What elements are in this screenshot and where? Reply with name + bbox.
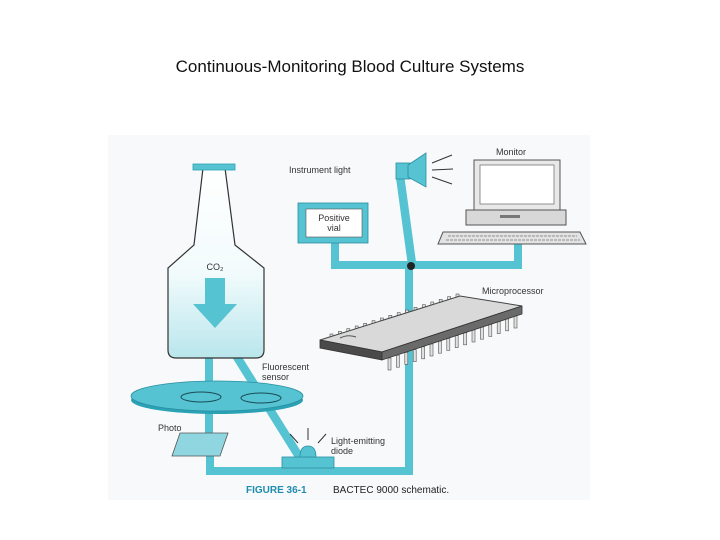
co2-label: CO₂ [207,262,225,272]
chip-pin [396,354,400,368]
slide-title: Continuous-Monitoring Blood Culture Syst… [175,57,525,76]
chip-pin [513,315,518,329]
monitor-label: Monitor [496,147,526,157]
microprocessor-chip [319,293,523,371]
chip-pin [488,324,493,337]
co2-arrow [205,278,225,305]
figure-number: FIGURE 36-1 [246,485,307,496]
chip-pin [429,343,434,357]
culture-bottle: CO₂ [167,163,265,359]
instrument-light [395,152,454,188]
junction-dot [407,262,415,270]
chip-pin [387,357,392,371]
vial-tray-disc [130,380,304,414]
chip-pin [496,321,501,334]
chip-pin [471,329,476,343]
figure-caption: BACTEC 9000 schematic. [333,485,449,496]
led-label-line2: diode [331,446,353,456]
chip-pin [463,332,467,346]
bottle-cap [192,163,236,171]
chip-pin [412,349,417,362]
fluorescent-sensor-label-line1: Fluorescent [262,362,310,372]
positive-vial-label-line2: vial [327,223,341,233]
chip-pin [404,352,409,365]
positive-vial-indicator [297,202,369,244]
photo-detector [171,432,229,457]
chip-pin [421,346,425,360]
chip-pin [438,340,442,354]
chip-pin [454,335,459,348]
monitor-computer [437,159,587,245]
light-emitting-diode [281,428,335,469]
fluorescent-sensor-label-line2: sensor [262,372,289,382]
led-label-line1: Light-emitting [331,436,385,446]
photo-label: Photo [158,423,182,433]
chip-pin [480,326,484,340]
microprocessor-label: Microprocessor [482,286,544,296]
positive-vial-label-line1: Positive [318,213,350,223]
chip-pin [446,338,451,351]
chip-pin [505,318,509,332]
instrument-light-label: Instrument light [289,165,351,175]
